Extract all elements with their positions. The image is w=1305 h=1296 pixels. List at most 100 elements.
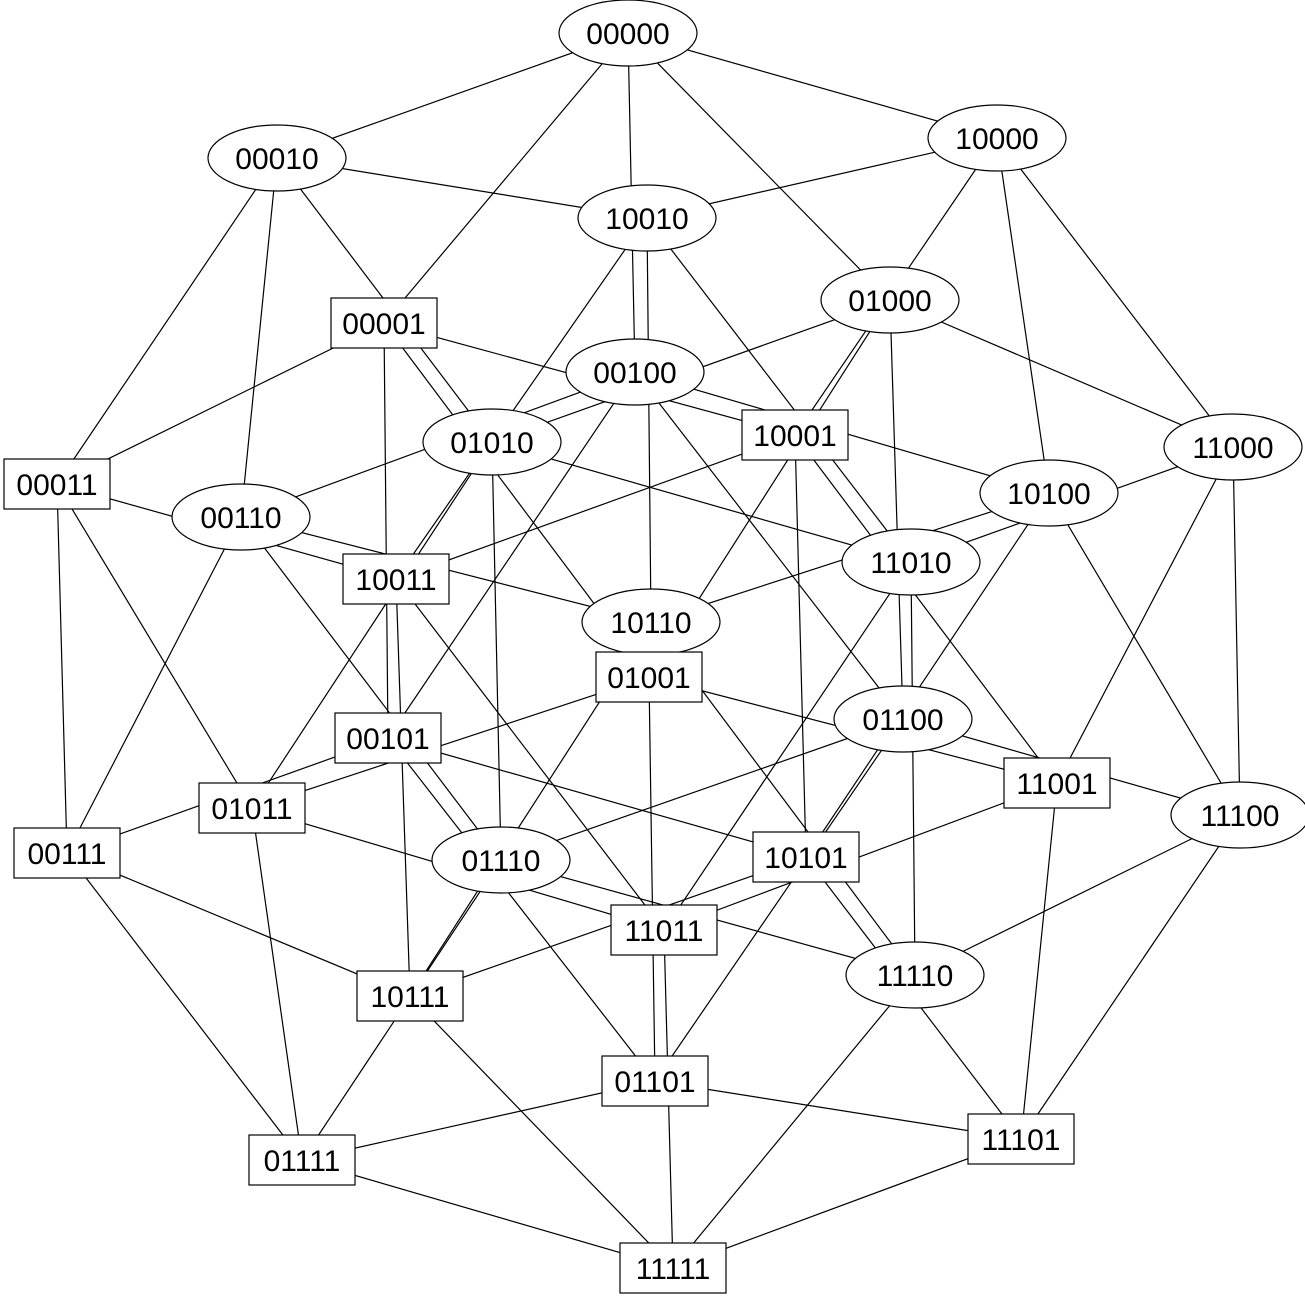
node-10100: 10100 [979,459,1119,527]
node-label: 00111 [28,838,107,871]
edge-10011-10111 [395,578,411,997]
node-label: 10010 [605,203,688,236]
node-00011: 00011 [3,458,111,510]
node-shape-ellipse [422,408,562,476]
edge-00011-00111 [56,483,68,854]
node-label: 10101 [764,842,847,875]
edge-00010-00110 [240,157,278,518]
node-label: 11110 [877,960,954,993]
node-11011: 11011 [610,904,718,956]
edge-01010-11010 [491,441,912,563]
edge-10001-11001 [794,434,1058,784]
edge-00000-10000 [627,32,998,139]
node-shape-box [967,1113,1075,1165]
edge-00001-00101 [383,322,389,739]
nodes: 00000 00010 10000 10010 01000 00001 00100 01010… [3,0,1305,1294]
node-label: 00000 [586,18,669,51]
node-01000: 01000 [820,266,960,334]
node-shape-box [619,1242,727,1294]
node-label: 01000 [848,285,931,318]
node-shape-ellipse [565,338,705,406]
node-label: 11001 [1016,768,1097,801]
node-shape-box [198,782,306,834]
edge-01010-01011 [251,441,493,809]
edge-00010-00011 [56,157,278,485]
node-10011: 10011 [342,553,450,605]
edge-00011-01011 [56,483,253,809]
edge-11100-11110 [914,814,1241,976]
node-label: 00100 [593,357,676,390]
edge-00000-00001 [383,32,629,324]
edge-00101-01101 [387,737,656,1082]
edge-10011-11011 [395,578,665,931]
node-shape-box [13,827,121,879]
node-01010: 01010 [422,408,562,476]
node-shape-box [356,970,464,1022]
node-label: 00001 [342,308,425,341]
node-shape-ellipse [979,459,1119,527]
node-00100: 00100 [565,338,705,406]
edge-00000-00010 [276,32,629,159]
node-11110: 11110 [845,941,985,1009]
edge-10001-10011 [395,434,796,580]
node-00110: 00110 [171,483,311,551]
edge-01100-01101 [654,718,904,1082]
node-shape-ellipse [558,0,698,67]
edge-11010-11011 [663,561,912,931]
edge-01001-01101 [648,676,656,1082]
node-shape-box [248,1134,356,1186]
edge-00101-10101 [387,737,807,858]
node-00001: 00001 [330,297,438,349]
node-label: 10110 [610,607,691,640]
node-shape-box [601,1055,709,1107]
node-label: 11101 [982,1124,1061,1157]
edge-01000-01100 [889,299,904,720]
edge-10000-10100 [996,137,1050,494]
node-label: 01101 [614,1066,695,1099]
node-shape-box [330,297,438,349]
node-label: 01100 [862,704,943,737]
node-label: 10111 [371,981,450,1014]
node-shape-box [334,712,442,764]
edge-11001-11101 [1020,782,1058,1140]
node-shape-ellipse [833,685,973,753]
edge-01010-01110 [491,441,502,861]
edge-00111-10111 [66,852,411,997]
node-label: 11111 [636,1253,711,1286]
edge-11000-11001 [1056,446,1234,784]
node-shape-ellipse [1163,413,1303,481]
edge-10010-10011 [395,217,648,580]
edge-10001-10101 [794,434,807,858]
edge-11101-11111 [672,1138,1022,1269]
edge-00110-01110 [240,516,502,861]
node-shape-ellipse [820,266,960,334]
node-shape-ellipse [845,941,985,1009]
node-shape-box [1003,757,1111,809]
node-10000: 10000 [927,104,1067,172]
node-00111: 00111 [13,827,121,879]
node-01100: 01100 [833,685,973,753]
node-shape-ellipse [1170,781,1305,849]
node-shape-box [595,651,703,703]
node-shape-box [342,553,450,605]
node-label: 10001 [753,420,836,453]
node-10010: 10010 [577,184,717,252]
node-shape-ellipse [577,184,717,252]
edge-10010-11010 [646,217,912,563]
node-label: 01111 [264,1145,341,1178]
edge-01001-01011 [251,676,650,809]
node-00000: 00000 [558,0,698,67]
node-label: 11100 [1201,800,1280,833]
node-00010: 00010 [207,124,347,192]
edge-10100-10101 [805,492,1050,858]
node-shape-ellipse [207,124,347,192]
node-shape-box [3,458,111,510]
edge-00000-01000 [627,32,891,301]
edge-11010-11110 [910,561,916,976]
node-label: 01010 [450,427,533,460]
edge-11000-11100 [1232,446,1241,816]
node-label: 11011 [625,915,704,948]
node-01110: 01110 [431,826,571,894]
